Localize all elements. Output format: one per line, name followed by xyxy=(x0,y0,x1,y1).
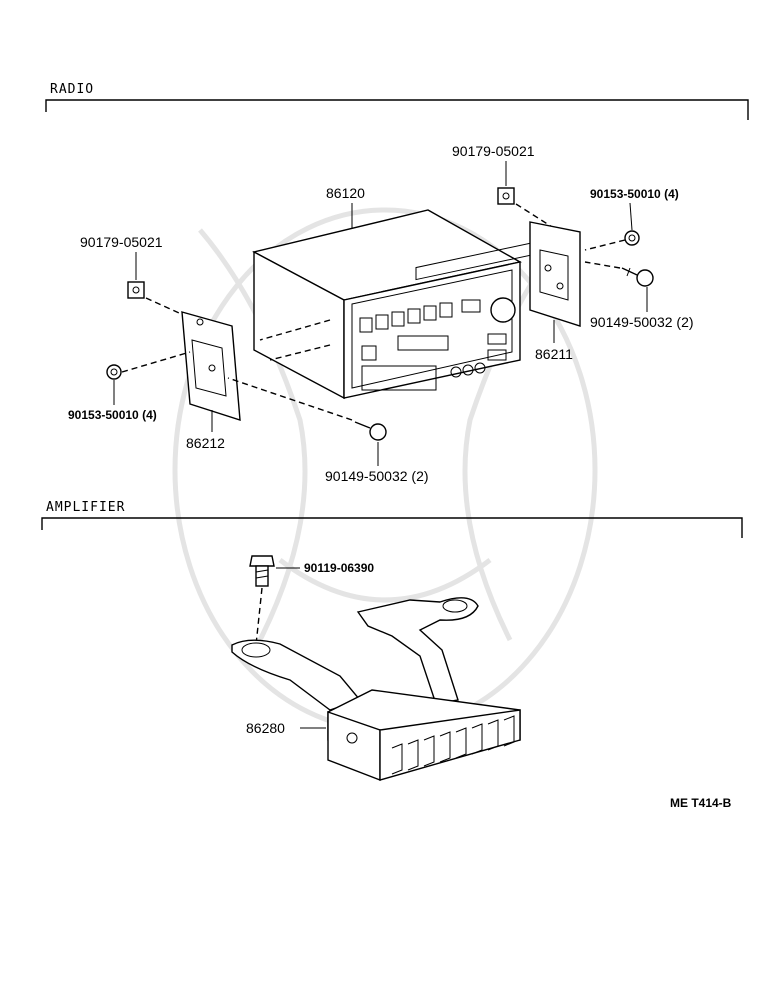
bracket-right: 86211 xyxy=(529,221,581,362)
nut-right-label: 90153-50010 (4) xyxy=(590,187,679,201)
radio-buttons xyxy=(359,299,507,391)
radio-unit-label: 86120 xyxy=(326,185,365,201)
radio-unit: 86120 xyxy=(252,185,553,400)
nut-left: 90153-50010 (4) xyxy=(68,351,191,422)
radio-section-bracket xyxy=(45,99,749,120)
screw-bottom-label: 90149-50032 (2) xyxy=(325,468,429,484)
radio-section-title: RADIO xyxy=(50,82,94,97)
clip-left: 90179-05021 xyxy=(80,234,191,319)
clip-top: 90179-05021 xyxy=(452,143,561,233)
amplifier-section: AMPLIFIER xyxy=(41,500,743,538)
amp-bolt: 90119-06390 xyxy=(249,555,374,646)
radio-section: RADIO xyxy=(45,82,749,120)
amplifier-section-title: AMPLIFIER xyxy=(46,500,125,515)
radio-knob xyxy=(490,297,516,323)
screw-right-label: 90149-50032 (2) xyxy=(590,314,694,330)
screw-bottom: 90149-50032 (2) xyxy=(227,377,429,484)
bracket-left-label: 86212 xyxy=(186,435,225,451)
clip-left-label: 90179-05021 xyxy=(80,234,163,250)
amplifier-section-bracket xyxy=(41,517,743,538)
nut-right: 90153-50010 (4) xyxy=(584,187,679,251)
diagram-code: ME T414-B xyxy=(670,796,732,810)
amp-bolt-label: 90119-06390 xyxy=(304,561,374,575)
heat-sink-fins xyxy=(391,715,515,775)
bracket-left: 86212 xyxy=(181,311,241,451)
bracket-right-label: 86211 xyxy=(535,346,573,362)
amplifier-label: 86280 xyxy=(246,720,285,736)
screw-right: 90149-50032 (2) xyxy=(584,261,694,330)
clip-top-label: 90179-05021 xyxy=(452,143,535,159)
nut-left-label: 90153-50010 (4) xyxy=(68,408,157,422)
amplifier-unit: 86280 xyxy=(231,597,521,782)
